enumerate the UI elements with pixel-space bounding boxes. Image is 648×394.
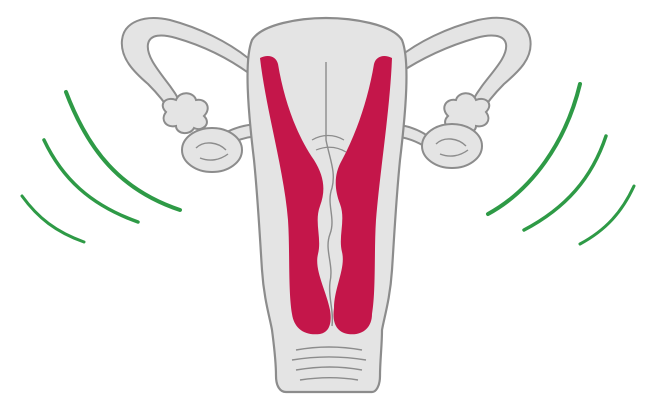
- left-motion-line-inner: [22, 196, 84, 242]
- left-fimbriae: [163, 93, 208, 133]
- right-motion-line-middle: [524, 136, 606, 230]
- left-ovary: [182, 128, 242, 172]
- right-motion-line-inner: [580, 186, 634, 244]
- right-motion-line-outer: [488, 84, 580, 214]
- uterus-icon: [122, 18, 531, 392]
- right-ovary: [422, 124, 482, 168]
- right-motion-lines-icon: [488, 84, 634, 244]
- left-motion-lines-icon: [22, 92, 180, 242]
